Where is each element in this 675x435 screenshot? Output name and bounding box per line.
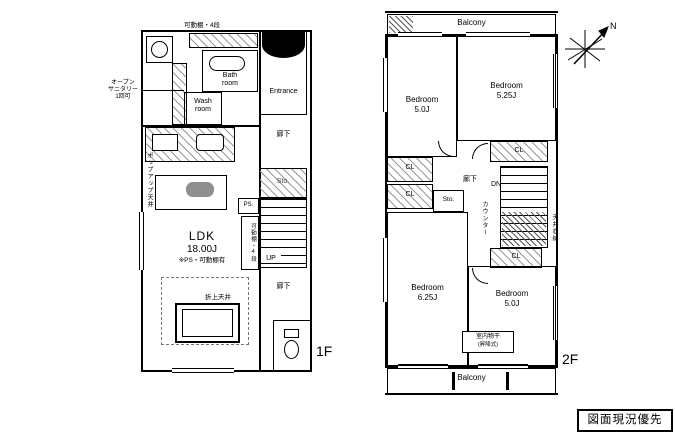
balcony-top-label: Balcony (457, 18, 486, 27)
washing-machine-icon (151, 41, 168, 58)
kitchen-sink-icon (196, 134, 224, 151)
storage-label-2f: Sto. (442, 196, 455, 203)
closet-1-label: CL (514, 147, 524, 154)
table-icon (175, 303, 240, 343)
balcony-divider (452, 372, 455, 390)
stairs-down-label: DN (490, 181, 502, 188)
room-bedroom-4 (468, 266, 556, 366)
closet-3-label: CL (405, 191, 415, 198)
open-sanitary-label: サニタリー (107, 87, 138, 93)
balcony-base-line (385, 393, 558, 395)
entrance-label: Entrance (269, 88, 298, 95)
bedroom3-name-label: Bedroom (411, 283, 444, 292)
shelf-top-label: 可動棚・4段 (183, 22, 221, 29)
coffered-ceiling-area (161, 277, 249, 345)
washroom-label: room (195, 106, 211, 113)
hallway-label-bottom: 廊下 (276, 283, 291, 290)
bedroom4-size-label: 5.0J (504, 299, 520, 308)
hallway-label-2f: 廊下 (463, 176, 477, 183)
bedroom2-name-label: Bedroom (490, 81, 523, 90)
stove-icon (152, 134, 178, 151)
room-toilet (273, 320, 312, 372)
bedroom4-name-label: Bedroom (495, 289, 529, 298)
closet-3 (387, 184, 433, 209)
indoor-drying-label: 室内物干 (475, 334, 500, 340)
shelf-cabinet (241, 216, 259, 270)
entrance-arc (262, 32, 305, 58)
closet-2-label: CL (405, 164, 415, 171)
ps-shaft (238, 198, 259, 214)
toilet-icon-tank (284, 329, 299, 338)
hallway-label-top: 廊下 (276, 131, 291, 138)
popup-ceiling-label: ポップアップ天井 (146, 152, 152, 208)
room-bedroom-1 (387, 36, 457, 157)
compass-north-label: N (610, 21, 617, 31)
bedroom1-name-label: Bedroom (405, 95, 439, 104)
washroom-label: Wash (194, 98, 212, 105)
ldk-note-label: ※PS・可動棚有 (178, 257, 226, 264)
table-icon-inner (182, 309, 233, 337)
bathroom-label: room (222, 80, 238, 87)
toilet-icon-bowl (284, 340, 299, 359)
bedroom2-size-label: 5.25J (496, 91, 517, 100)
indoor-drying-box (462, 331, 514, 353)
leader-line (142, 90, 184, 91)
washer-pan (146, 36, 173, 63)
shelf-area-1f (189, 33, 258, 48)
room-bedroom-2 (457, 36, 556, 141)
wall-partition (141, 125, 261, 127)
note-label: 図面現況優先 (587, 414, 663, 426)
window-marker (172, 368, 234, 373)
room-bathroom (202, 50, 258, 92)
room-washroom (184, 92, 222, 125)
shelf-side-label: 可動棚・4段 (250, 223, 256, 263)
note-box (577, 409, 673, 432)
closet-2 (387, 157, 433, 182)
room-storage-2f (433, 190, 464, 212)
roof-line (385, 11, 558, 13)
coffered-ceiling-label: 折上天井 (205, 294, 231, 301)
shelf-strip-1f (172, 63, 187, 125)
indoor-drying-sublabel: (昇降式) (477, 342, 499, 348)
island-sink-icon (186, 182, 214, 197)
ceiling-note-label: 天井収納 (551, 214, 557, 242)
room-storage-1f (259, 168, 307, 198)
open-sanitary-label: オープン (111, 80, 135, 86)
ps-label: PS. (243, 202, 254, 208)
bedroom1-size-label: 5.0J (414, 105, 430, 114)
room-bedroom-3 (387, 212, 468, 366)
balcony-divider (506, 372, 509, 390)
storage-label-1f: Sto. (276, 178, 290, 185)
stairs-up-label: UP (261, 255, 281, 263)
bathtub-icon (209, 56, 245, 71)
bedroom3-size-label: 6.25J (417, 293, 438, 302)
window-marker (139, 212, 144, 270)
counter-label: カウンター (481, 200, 487, 236)
floor-label-2f: 2F (562, 351, 579, 367)
balcony-hatch (389, 16, 413, 33)
closet-1 (490, 141, 548, 162)
bathroom-label: Bath (222, 72, 238, 79)
balcony-bottom-label: Balcony (457, 373, 486, 382)
compass-icon: N (565, 21, 617, 68)
floor-label-1f: 1F (316, 343, 333, 359)
stairwell-hatch (502, 212, 546, 246)
ldk-size-label: 18.00J (186, 244, 218, 255)
ldk-name-label: LDK (188, 229, 216, 243)
closet-4-label: CL (511, 253, 521, 260)
closet-4 (490, 248, 542, 268)
open-sanitary-label: 1回可 (115, 94, 131, 100)
